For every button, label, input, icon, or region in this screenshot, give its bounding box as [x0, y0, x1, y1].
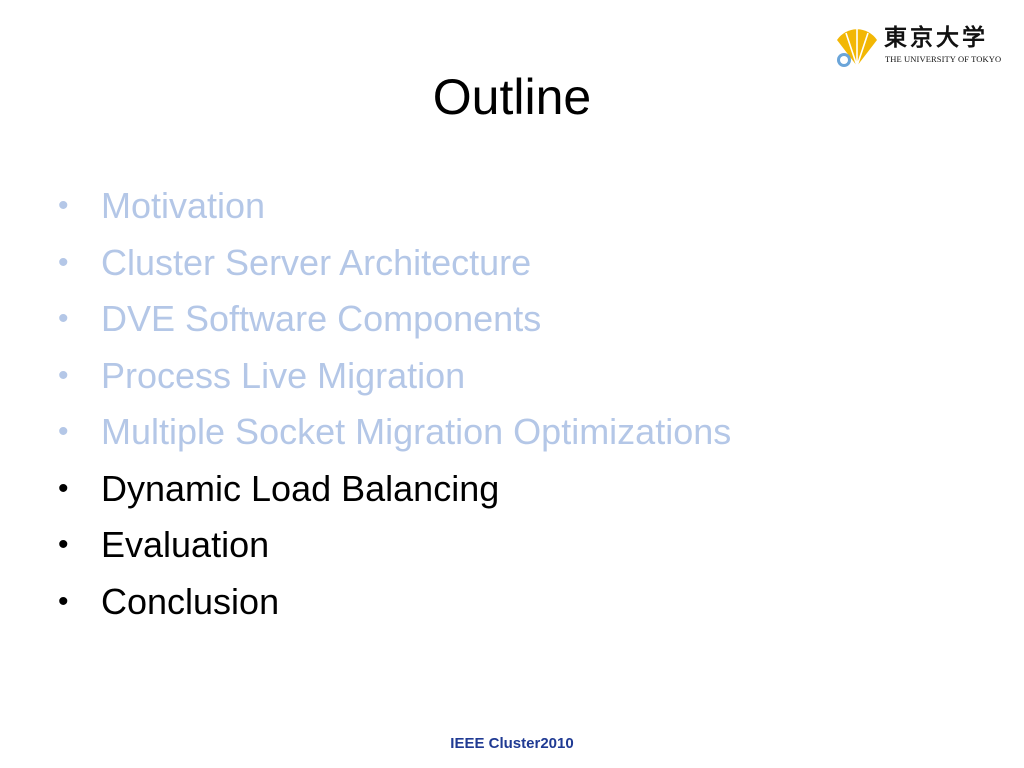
outline-item-cluster-server-architecture: • Cluster Server Architecture — [0, 235, 1024, 292]
bullet-icon: • — [58, 528, 69, 561]
logo-english-text: THE UNIVERSITY OF TOKYO — [885, 54, 1002, 64]
bullet-icon: • — [58, 415, 69, 448]
bullet-icon: • — [58, 302, 69, 335]
bullet-icon: • — [58, 584, 69, 618]
outline-item-label: Process Live Migration — [101, 354, 466, 396]
outline-item-label: Dynamic Load Balancing — [101, 467, 500, 509]
outline-item-label: Evaluation — [101, 524, 270, 565]
ginkgo-leaf-icon — [837, 28, 877, 67]
bullet-icon: • — [58, 189, 69, 222]
university-logo: 東京大学 THE UNIVERSITY OF TOKYO — [834, 24, 1004, 72]
outline-list: • Motivation • Cluster Server Architectu… — [0, 178, 1024, 630]
slide-footer: IEEE Cluster2010 — [450, 735, 574, 752]
outline-item-dve-software-components: • DVE Software Components — [0, 291, 1024, 348]
bullet-icon: • — [58, 245, 69, 279]
outline-item-conclusion: • Conclusion — [0, 574, 1024, 631]
outline-item-label: DVE Software Components — [101, 298, 542, 339]
outline-item-evaluation: • Evaluation — [0, 517, 1024, 574]
outline-item-process-live-migration: • Process Live Migration — [0, 348, 1024, 405]
outline-item-label: Multiple Socket Migration Optimizations — [101, 411, 732, 452]
outline-item-label: Motivation — [101, 185, 266, 226]
logo-kanji-text: 東京大学 — [884, 24, 988, 51]
outline-item-motivation: • Motivation — [0, 178, 1024, 235]
bullet-icon: • — [58, 471, 69, 505]
outline-item-label: Cluster Server Architecture — [101, 241, 532, 283]
outline-item-dynamic-load-balancing: • Dynamic Load Balancing — [0, 461, 1024, 518]
outline-item-label: Conclusion — [101, 580, 280, 622]
bullet-icon: • — [58, 358, 69, 392]
outline-item-socket-migration-optimizations: • Multiple Socket Migration Optimization… — [0, 404, 1024, 461]
slide-title: Outline — [432, 69, 592, 125]
